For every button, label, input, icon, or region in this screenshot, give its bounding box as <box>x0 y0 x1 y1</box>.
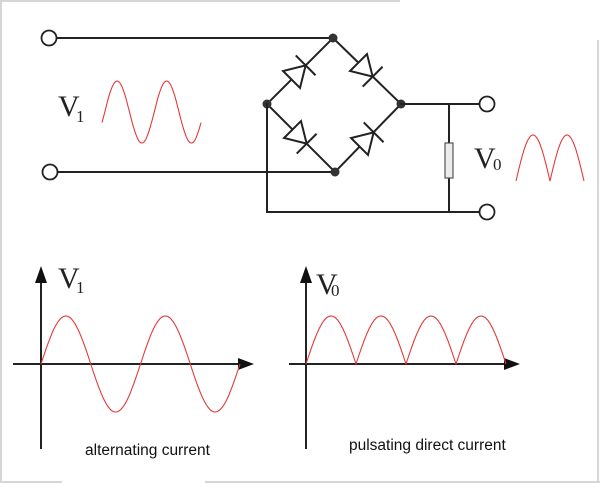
graph-pulsating-dc: V 0 pulsating direct current <box>289 266 520 454</box>
graph2-axis-sub: 0 <box>331 281 340 300</box>
diode-3 <box>282 119 318 155</box>
diode-2 <box>348 52 384 88</box>
diode-1 <box>281 54 317 90</box>
graph2-y-arrow-icon <box>300 266 312 283</box>
diode-4 <box>349 121 385 157</box>
graph1-axis-label: V <box>58 262 80 295</box>
graph1-caption: alternating current <box>85 442 211 459</box>
output-voltage-sub: 0 <box>493 155 502 174</box>
load-resistor <box>444 142 454 179</box>
node-bottom <box>330 167 340 177</box>
graph1-x-arrow-icon <box>238 358 254 370</box>
graph1-sine-wave <box>40 315 241 413</box>
graph2-x-arrow-icon <box>504 358 520 370</box>
node-top <box>328 33 338 43</box>
input-voltage-label: V <box>58 90 80 123</box>
graph-alternating-current: V 1 alternating current <box>13 262 254 459</box>
output-voltage-label: V <box>474 142 496 175</box>
circuit: V 1 V 0 <box>40 29 585 221</box>
output-terminal-bottom <box>478 203 496 221</box>
graph1-y-arrow-icon <box>35 266 47 283</box>
graph2-axis-label: V <box>316 268 338 301</box>
output-rectified-wave <box>515 134 585 182</box>
graph2-caption: pulsating direct current <box>349 437 506 454</box>
output-terminal-top <box>478 95 496 113</box>
input-terminal-top <box>40 29 58 47</box>
input-terminal-bottom <box>41 163 59 181</box>
graph2-rectified-wave <box>305 315 507 366</box>
input-voltage-sub: 1 <box>76 107 85 126</box>
graph1-axis-sub: 1 <box>76 278 85 297</box>
input-sine-wave <box>101 80 202 144</box>
